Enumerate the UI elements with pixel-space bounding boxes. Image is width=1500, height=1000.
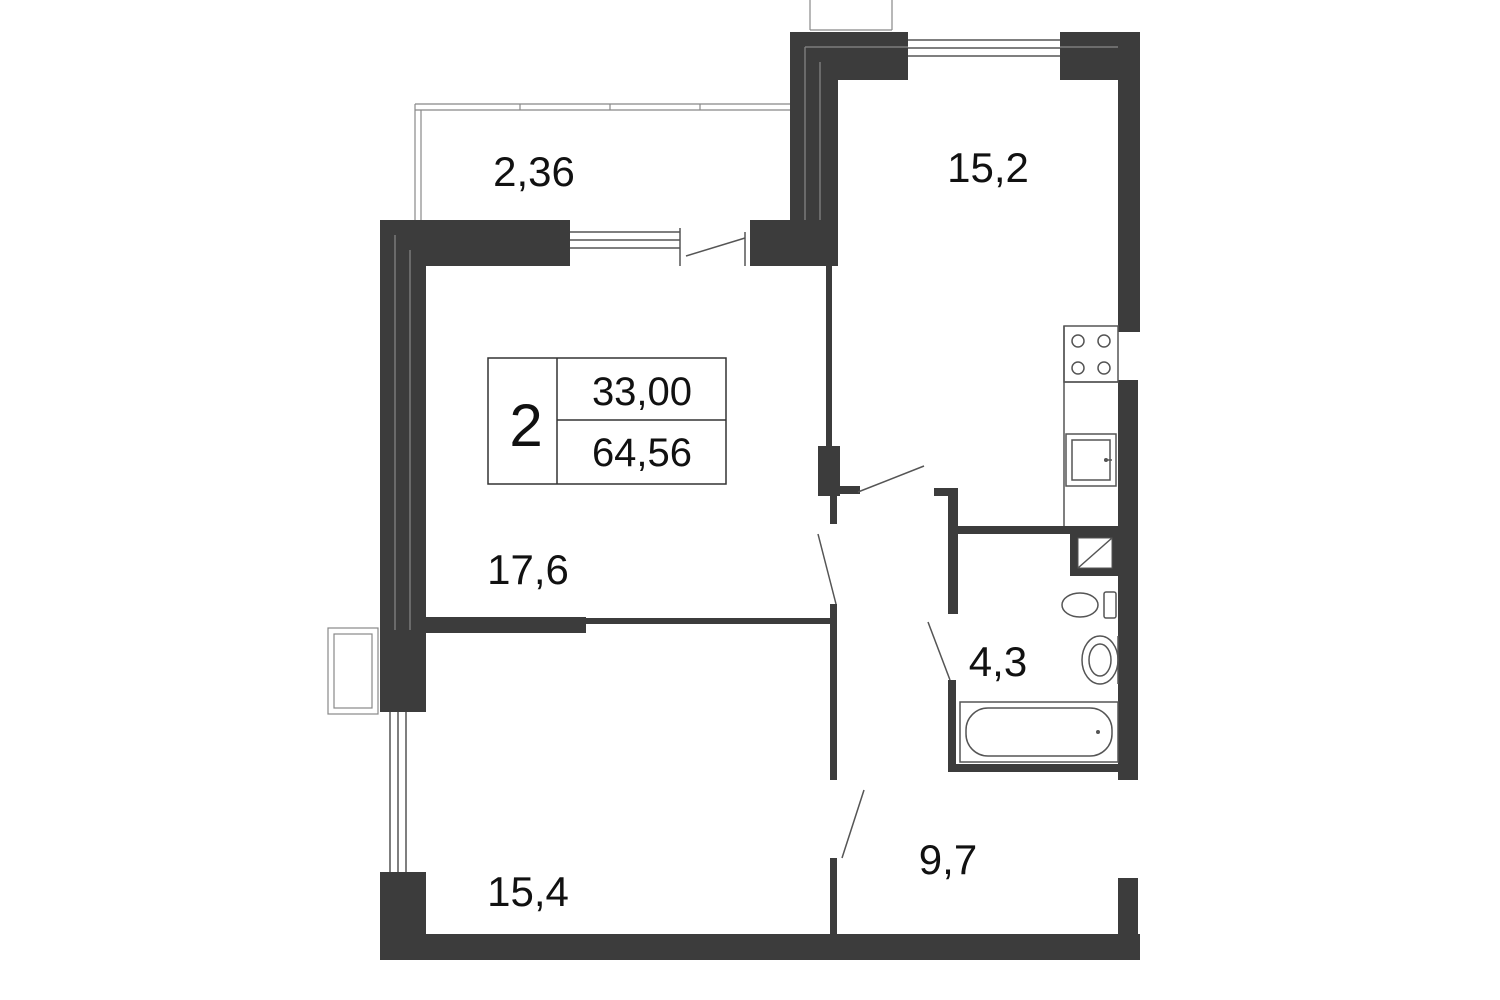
bathtub-icon bbox=[959, 701, 1119, 763]
window-kitchen bbox=[908, 36, 1060, 76]
window-left-box bbox=[327, 627, 379, 715]
balcony-outline bbox=[414, 103, 790, 222]
exterior-walls bbox=[380, 32, 1140, 960]
bathroom-area-label: 4,3 bbox=[969, 638, 1027, 685]
kitchen-counter bbox=[1063, 326, 1118, 526]
balcony-area-label: 2,36 bbox=[493, 148, 575, 195]
rooms-count: 2 bbox=[509, 392, 542, 459]
doors bbox=[817, 465, 951, 859]
window-bedroom-upper bbox=[570, 228, 750, 266]
bedroom-lower-area-label: 15,4 bbox=[487, 868, 569, 915]
sink-icon bbox=[1065, 433, 1117, 487]
washbasin-icon bbox=[1081, 635, 1119, 685]
total-area: 64,56 bbox=[592, 431, 692, 475]
window-bedroom-lower bbox=[384, 712, 422, 872]
hallway-area-label: 9,7 bbox=[919, 836, 977, 883]
top-window-stub bbox=[809, 0, 893, 31]
apartment-summary-badge: 2 33,00 64,56 bbox=[487, 357, 727, 485]
kitchen-area-label: 15,2 bbox=[947, 144, 1029, 191]
interior-walls bbox=[426, 266, 1118, 960]
stove-icon bbox=[1063, 325, 1119, 383]
bedroom-upper-area-label: 17,6 bbox=[487, 546, 569, 593]
living-area: 33,00 bbox=[592, 370, 692, 414]
wall-edge-lines bbox=[394, 46, 1118, 630]
toilet-icon bbox=[1061, 591, 1117, 619]
